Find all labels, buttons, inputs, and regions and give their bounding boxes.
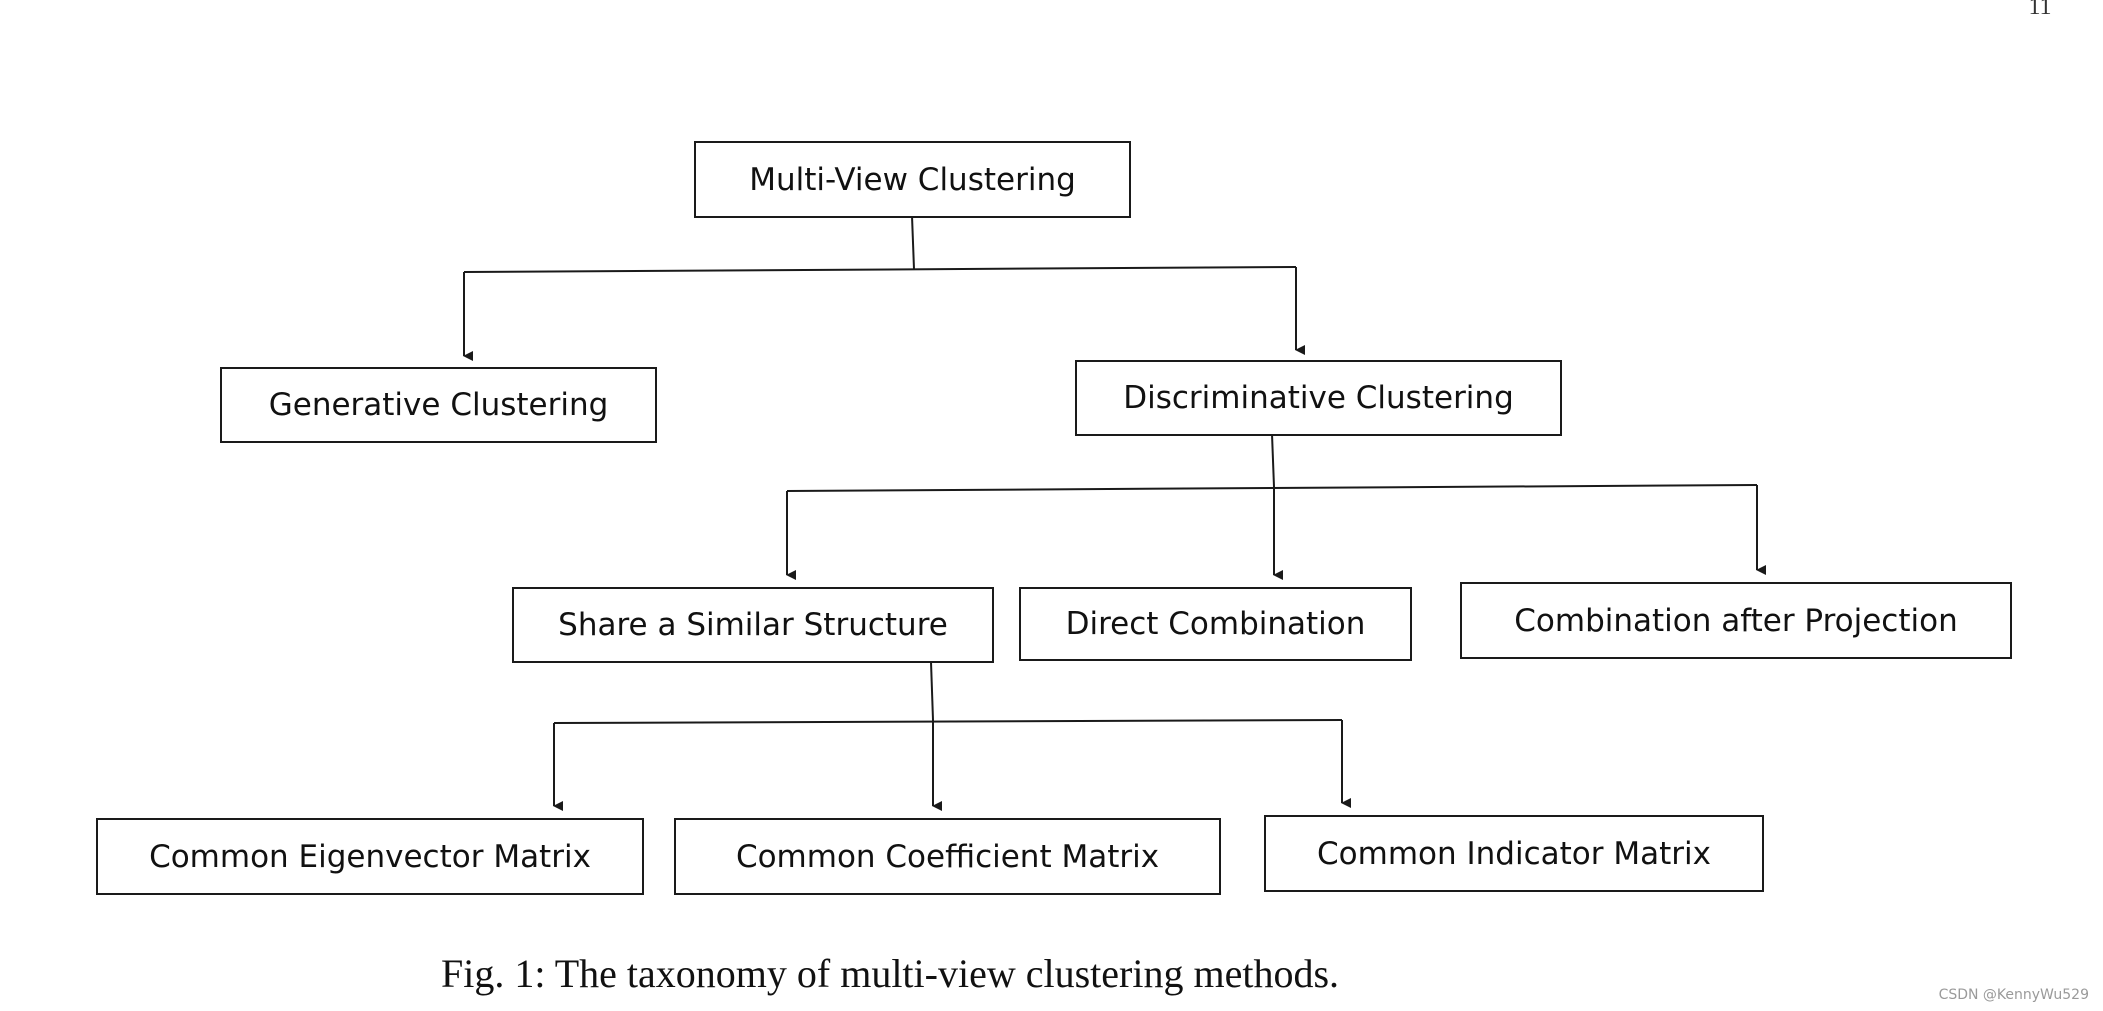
connector-discriminative-stem <box>1271 433 1275 488</box>
node-common-indicator-matrix: Common Indicator Matrix <box>1264 815 1764 892</box>
node-direct-combination: Direct Combination <box>1019 587 1412 661</box>
node-combination-after-projection: Combination after Projection <box>1460 582 2012 659</box>
connector-root-bar <box>463 266 1297 273</box>
connector-discriminative-bar <box>786 484 1758 492</box>
node-generative-clustering: Generative Clustering <box>220 367 657 443</box>
watermark: CSDN @KennyWu529 <box>1938 987 2089 1003</box>
connector-share-bar <box>553 719 1343 724</box>
connector-share-stem <box>930 661 934 721</box>
connector-root-stem <box>911 215 915 270</box>
node-discriminative-clustering: Discriminative Clustering <box>1075 360 1562 436</box>
node-multi-view-clustering: Multi-View Clustering <box>694 141 1131 218</box>
node-common-coefficient-matrix: Common Coefficient Matrix <box>674 818 1221 895</box>
figure-caption: Fig. 1: The taxonomy of multi-view clust… <box>440 951 1340 996</box>
node-share-similar-structure: Share a Similar Structure <box>512 587 994 663</box>
page-number: 11 <box>2028 0 2052 20</box>
node-common-eigenvector-matrix: Common Eigenvector Matrix <box>96 818 644 895</box>
